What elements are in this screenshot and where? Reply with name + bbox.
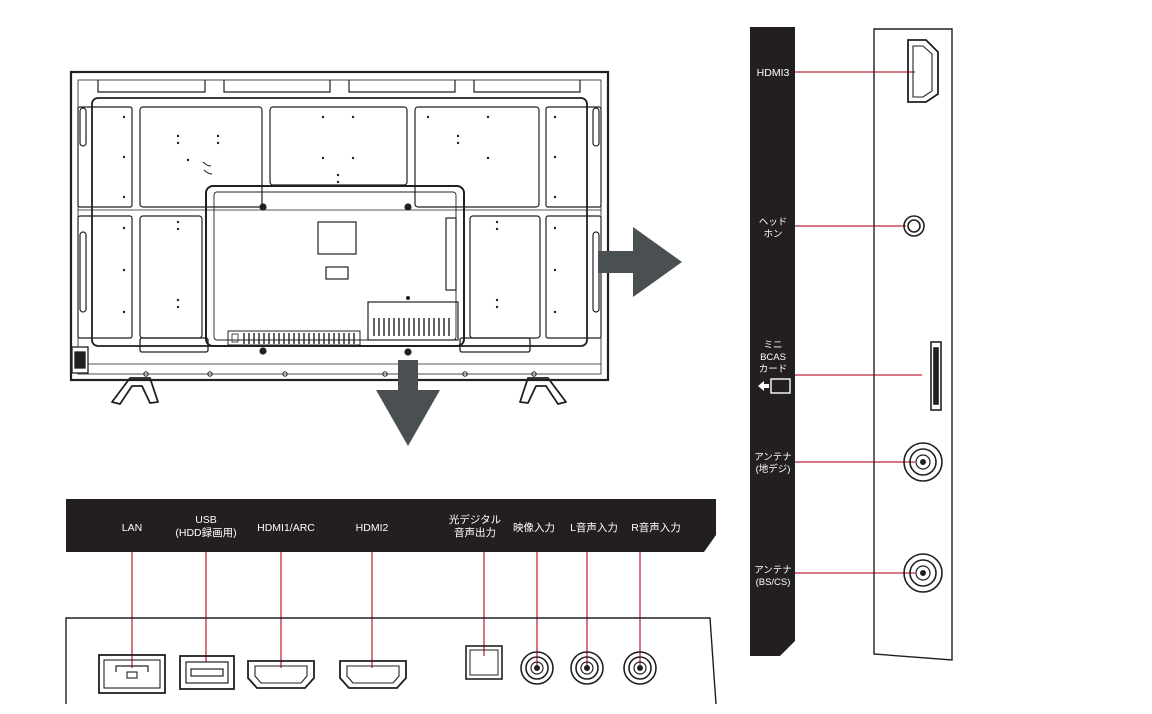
label-optical-line2: 音声出力 [454, 526, 496, 539]
audio-l-jack-icon [570, 651, 604, 685]
label-audio-l-in: L音声入力 [570, 521, 618, 534]
label-bcas-line1: ミニ [763, 340, 782, 351]
label-usb-line2: (HDD録画用) [175, 526, 236, 539]
vesa-holes [259, 203, 412, 356]
label-optical-line1: 光デジタル [449, 513, 501, 526]
hdmi3-port-icon [907, 39, 939, 103]
tv-rear-view [69, 70, 610, 405]
bottom-rail [71, 337, 601, 374]
label-bcas-line2: BCAS [760, 352, 786, 363]
side-terminals: HDMI3 ヘッド ホン ミニ BCAS カード アンテナ (地デジ) アンテナ… [750, 27, 953, 661]
label-hdmi2: HDMI2 [356, 522, 389, 534]
label-lan: LAN [122, 522, 142, 534]
card-insert-icon [758, 378, 791, 394]
hdmi2-port-icon [339, 660, 407, 689]
audio-r-jack-icon [623, 651, 657, 685]
usb-port-icon [179, 655, 235, 690]
stand-right [519, 377, 567, 405]
optical-port-icon [465, 645, 503, 680]
label-headphone-line2: ホン [763, 229, 782, 240]
panel-dots [122, 115, 557, 314]
label-video-in: 映像入力 [513, 521, 555, 534]
label-antenna-terr-line1: アンテナ [754, 452, 792, 463]
bottom-terminals: LAN USB (HDD録画用) HDMI1/ARC HDMI2 光デジタル 音… [65, 499, 717, 705]
bottom-panel-outline [65, 617, 717, 705]
antenna-terrestrial-jack-icon [903, 442, 943, 482]
lower-panels [77, 209, 602, 339]
arrow-down-icon [376, 360, 440, 446]
arrow-right-icon [598, 227, 682, 297]
top-hooks [97, 80, 581, 93]
bottom-label-band [66, 499, 716, 552]
center-electronics-cover [205, 185, 465, 347]
label-antenna-terr-line2: (地デジ) [756, 463, 791, 475]
label-bcas-line3: カード [759, 364, 788, 375]
side-panel-outline [873, 28, 953, 661]
label-hdmi1: HDMI1/ARC [257, 522, 315, 534]
bottom-terminal-panel [367, 301, 459, 341]
side-label-band [750, 27, 795, 656]
antenna-bs-cs-jack-icon [903, 553, 943, 593]
label-antenna-bs-line2: (BS/CS) [756, 577, 791, 588]
label-hdmi3: HDMI3 [757, 67, 790, 79]
label-headphone-line1: ヘッド [759, 217, 788, 228]
label-usb-line1: USB [195, 514, 217, 526]
video-in-jack-icon [520, 651, 554, 685]
tv-outer-frame [69, 70, 610, 382]
side-leader-lines [795, 71, 922, 574]
vent-grille-left [227, 330, 361, 346]
label-plate [317, 221, 357, 255]
lan-port-icon [98, 654, 166, 694]
bottom-leader-lines [131, 552, 641, 668]
label-audio-r-in: R音声入力 [631, 521, 681, 534]
tv-inner-frame [77, 79, 602, 375]
label-antenna-bs-line1: アンテナ [754, 565, 792, 576]
stand-left [111, 377, 159, 405]
hdmi1-port-icon [247, 660, 315, 689]
bottom-screws [143, 371, 537, 377]
cable-hook [202, 161, 213, 175]
bcas-card-slot-icon [930, 341, 942, 411]
headphone-jack-icon [903, 215, 925, 237]
side-terminal-strip [445, 217, 457, 291]
